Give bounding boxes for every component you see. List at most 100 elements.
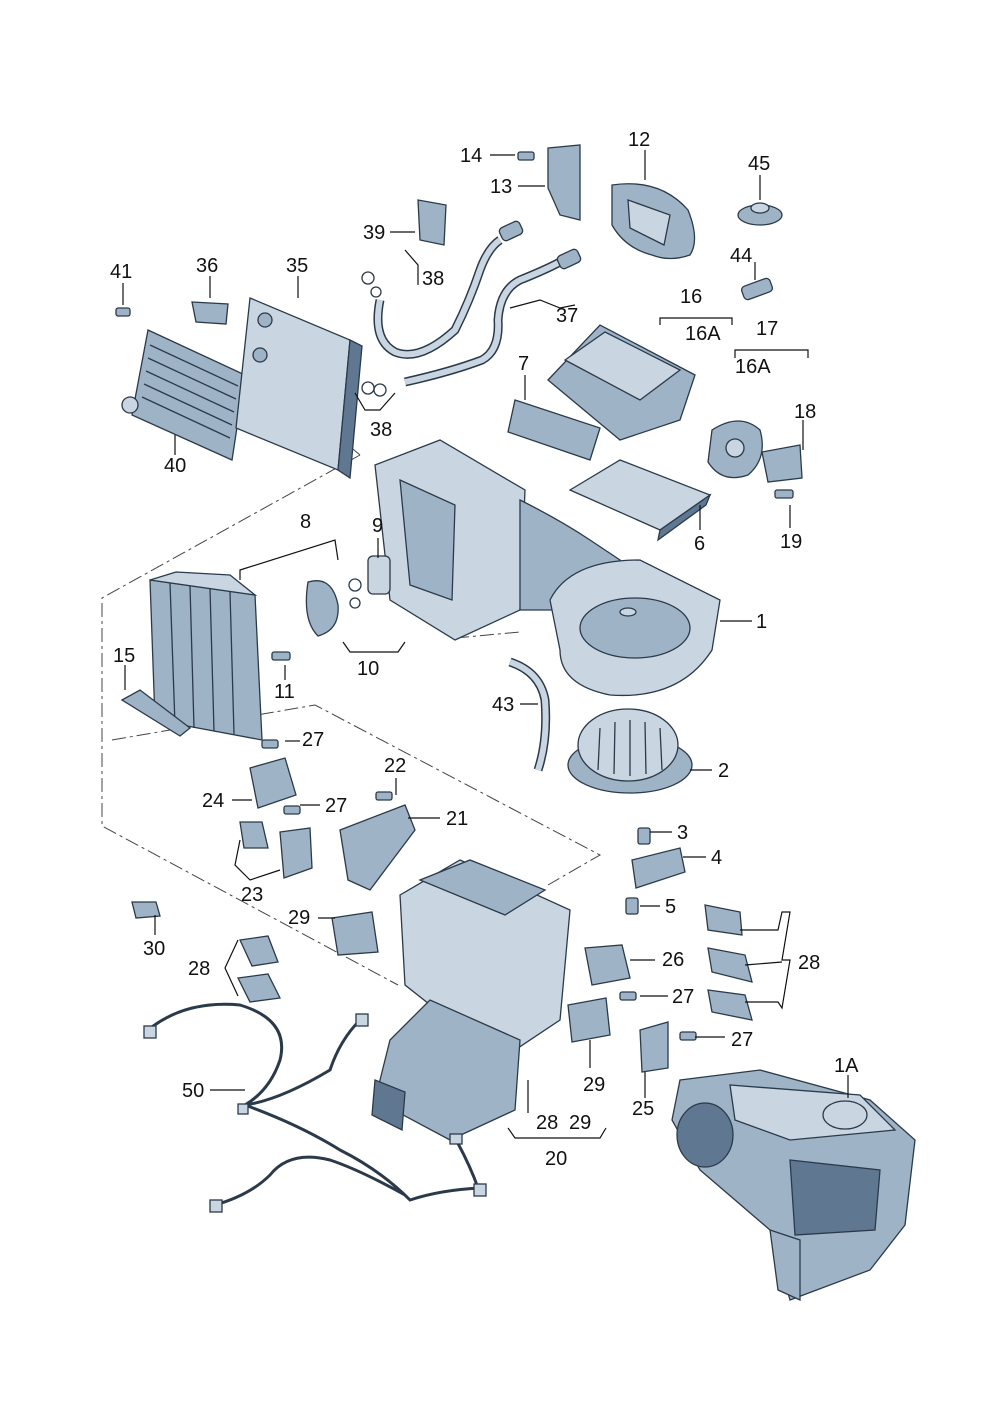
bracket-part-36: [191, 301, 229, 325]
callout-41: 41: [110, 261, 132, 283]
evaporator-part-8: [149, 571, 263, 741]
refrigerant-lines-part-37: [373, 220, 582, 387]
callout-30: 30: [143, 938, 165, 960]
blower-motor-part-2: [567, 708, 693, 794]
callout-27-d: 27: [731, 1029, 753, 1051]
callout-1: 1: [756, 611, 767, 633]
valve-part-9: [367, 555, 391, 595]
resistor-part-4: [631, 847, 686, 889]
callout-2: 2: [718, 760, 729, 782]
screw-part-22: [375, 791, 393, 801]
screw-part-27a: [261, 739, 279, 749]
motor-part-26: [584, 944, 631, 986]
callout-23: 23: [241, 884, 263, 906]
callout-16: 16: [680, 286, 702, 308]
flap-part-7: [507, 399, 601, 461]
screw-part-11: [271, 651, 291, 661]
callout-35: 35: [286, 255, 308, 277]
callout-38-bottom: 38: [370, 419, 392, 441]
connector-part-8b: [305, 580, 339, 637]
sensors-part-28a: [237, 935, 281, 1003]
switch-part-29b: [567, 997, 611, 1043]
callout-13: 13: [490, 176, 512, 198]
valve-part-44: [740, 277, 774, 301]
callout-8: 8: [300, 511, 311, 533]
drain-hose-part-43: [508, 657, 551, 772]
callout-11: 11: [274, 681, 295, 703]
callout-19: 19: [780, 531, 802, 553]
ac-unit-assembly-part-1A: [671, 1069, 916, 1302]
callout-labels: 14 13 12 45 44 39 38 38 37 41 36 35 40 1…: [110, 129, 859, 1170]
cap-part-45: [737, 202, 783, 226]
callout-43: 43: [492, 694, 514, 716]
heater-core-part-40: [121, 329, 246, 461]
callout-9: 9: [372, 515, 383, 537]
housing-part-16: [547, 324, 696, 441]
callout-36: 36: [196, 255, 218, 277]
switch-part-29a: [331, 911, 379, 956]
screw-part-41: [115, 307, 131, 317]
callout-1A: 1A: [834, 1055, 859, 1077]
callout-37: 37: [556, 305, 578, 327]
callout-24: 24: [202, 790, 224, 812]
callout-21: 21: [446, 808, 468, 830]
callout-25: 25: [632, 1098, 654, 1120]
screws-part-27c: [619, 991, 697, 1041]
screw-part-27b: [283, 805, 301, 815]
rear-housing-part-20: [371, 859, 571, 1141]
callout-45: 45: [748, 153, 770, 175]
bracket-part-25: [639, 1021, 669, 1073]
wiring-harness-part-50: [143, 1002, 487, 1213]
callout-20: 20: [545, 1148, 567, 1170]
callout-26: 26: [662, 949, 684, 971]
evaporator-part-35: [235, 297, 363, 480]
screw-part-14: [517, 151, 535, 161]
callout-17: 17: [756, 318, 778, 340]
callout-27-a: 27: [302, 729, 324, 751]
seal-plate-part-12: [611, 183, 696, 260]
callout-44: 44: [730, 245, 752, 267]
callout-3: 3: [677, 822, 688, 844]
callout-12: 12: [628, 129, 650, 151]
bracket-part-21: [339, 804, 416, 891]
callout-7: 7: [518, 353, 529, 375]
clip-part-30: [131, 901, 161, 919]
callout-29-c: 29: [569, 1112, 591, 1134]
callout-28-bottom: 28: [536, 1112, 558, 1134]
callout-22: 22: [384, 755, 406, 777]
clamp-part-39: [417, 199, 447, 246]
callout-28-left: 28: [188, 958, 210, 980]
callout-15: 15: [113, 645, 135, 667]
callout-29-b: 29: [583, 1074, 605, 1096]
cover-part-13: [547, 144, 581, 221]
callout-27-b: 27: [325, 795, 347, 817]
sensor-part-15: [120, 689, 192, 737]
screw-part-19: [774, 489, 794, 499]
callout-6: 6: [694, 533, 705, 555]
screw-part-5: [625, 897, 639, 915]
leader-lines: [122, 150, 849, 1139]
callout-27-c: 27: [672, 986, 694, 1008]
ac-housing-part-1: [374, 439, 721, 697]
callout-5: 5: [665, 896, 676, 918]
callout-40: 40: [164, 455, 186, 477]
callout-28-right: 28: [798, 952, 820, 974]
callout-18: 18: [794, 401, 816, 423]
callout-14: 14: [460, 145, 482, 167]
sensors-part-28b: [704, 904, 753, 1021]
actuator-part-18: [761, 444, 803, 483]
callout-50: 50: [182, 1080, 204, 1102]
callout-10: 10: [357, 658, 379, 680]
servomotor-part-24: [249, 757, 297, 809]
filter-part-6: [568, 459, 712, 542]
callout-29-a: 29: [288, 907, 310, 929]
callout-38-top: 38: [422, 268, 444, 290]
actuator-part-17: [707, 420, 763, 479]
seal-rings-part-38: [361, 271, 387, 397]
seal-rings-part-10: [348, 578, 362, 609]
screw-part-3: [637, 827, 651, 845]
callout-16A-lower: 16A: [735, 356, 771, 378]
callout-4: 4: [711, 847, 722, 869]
callout-16A-upper: 16A: [685, 323, 721, 345]
